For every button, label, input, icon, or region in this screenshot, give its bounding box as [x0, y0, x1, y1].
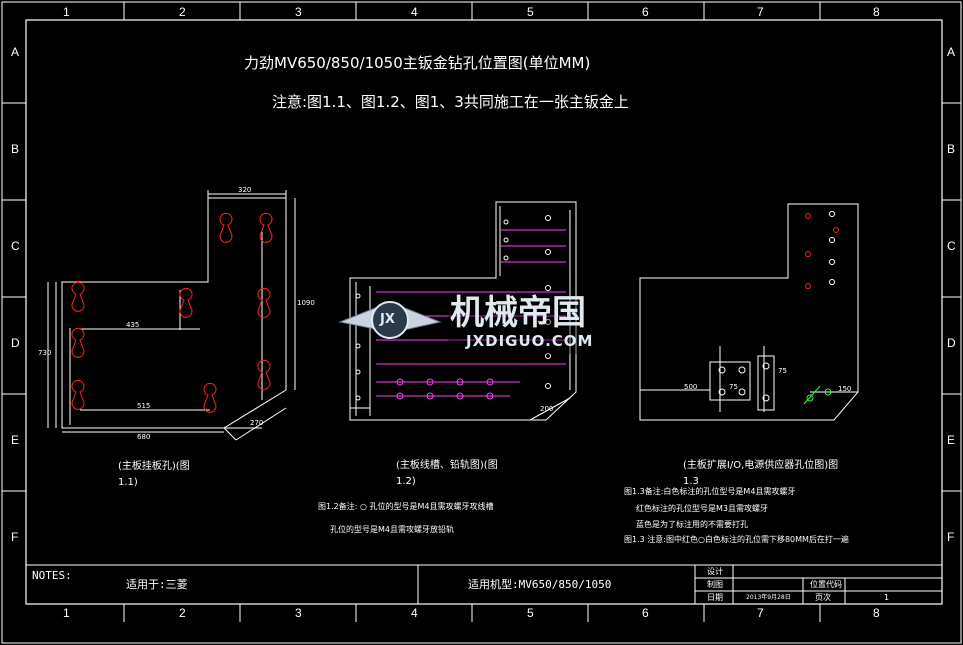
fig1-dim-label: 730	[38, 349, 52, 357]
column-label-bottom: 6	[642, 606, 649, 620]
row-label-left: C	[11, 239, 20, 253]
column-label-top: 8	[873, 5, 880, 19]
fig2-note: 图1.2备注: ○ 孔位的型号是M4且需攻螺牙攻线槽	[318, 502, 494, 511]
fig1-2-panel	[349, 201, 577, 421]
row-label-left: E	[11, 433, 20, 447]
fig2-dim-label: 200	[540, 405, 554, 413]
title-block-model: 适用机型:MV650/850/1050	[468, 578, 612, 591]
fig2-caption: 1.2)	[396, 476, 416, 487]
row-label-left: D	[11, 336, 20, 350]
column-label-bottom: 2	[179, 606, 186, 620]
fig1-dim-label: 270	[250, 419, 264, 427]
fig2-caption: (主板线槽、铅轨图)(图	[396, 460, 498, 471]
fig3-dim-label: 75	[778, 367, 787, 375]
column-label-top: 6	[642, 5, 649, 19]
title-block-notes: NOTES:	[32, 569, 72, 582]
fig3-dim-label: 150	[838, 385, 852, 393]
watermark-badge	[371, 301, 409, 339]
watermark-badge-text: JX	[380, 312, 395, 327]
title-block-date-label: 日期	[707, 593, 723, 602]
fig3-note: 图1.3 注意:图中红色○白色标注的孔位需下移80MM后在打一遍	[624, 535, 849, 544]
column-label-top: 3	[295, 5, 302, 19]
row-label-right: D	[947, 336, 956, 350]
fig1-dim-label: 435	[126, 321, 140, 329]
drawing-title: 力劲MV650/850/1050主钣金钻孔位置图(单位MM)	[244, 54, 591, 72]
drawing-notice: 注意:图1.1、图1.2、图1、3共同施工在一张主钣金上	[272, 93, 629, 111]
column-label-bottom: 8	[873, 606, 880, 620]
fig3-caption: 1.3	[683, 476, 699, 487]
column-label-bottom: 1	[63, 606, 70, 620]
row-label-left: F	[11, 530, 19, 544]
row-label-right: C	[947, 239, 956, 253]
fig1-3-holes	[718, 211, 839, 405]
row-label-right: A	[947, 45, 956, 59]
watermark-sub-text: JXDIGUO.COM	[466, 332, 594, 350]
column-label-top: 5	[527, 5, 534, 19]
inner-frame	[25, 19, 943, 605]
fig3-caption: (主板扩展I/O,电源供应器孔位图)图	[683, 460, 839, 471]
column-label-top: 7	[757, 5, 764, 19]
fig1-dim-label: 515	[137, 402, 151, 410]
column-label-bottom: 4	[411, 606, 418, 620]
title-block-applicable: 适用于:三菱	[126, 578, 188, 591]
column-label-top: 4	[411, 5, 418, 19]
fig1-1-keyhole-holes	[71, 212, 273, 413]
fig3-note: 蓝色是为了标注用的不需要打孔	[636, 520, 748, 529]
title-block-design-label: 设计	[707, 567, 723, 576]
fig1-dim-label: 680	[137, 433, 151, 441]
row-label-left: A	[11, 45, 20, 59]
fig3-note: 图1.3备注:白色标注的孔位型号是M4且需攻螺牙	[624, 487, 796, 496]
column-label-bottom: 5	[527, 606, 534, 620]
fig1-caption: (主板挂板孔)(图	[118, 461, 190, 472]
title-block-drawing-label: 制图	[707, 580, 723, 589]
title-block-position-code-label: 位置代码	[810, 580, 842, 589]
title-block-date-value: 2013年9月28日	[746, 594, 791, 601]
fig3-dim-label: 500	[684, 383, 698, 391]
title-block-lines	[26, 564, 942, 604]
fig2-note: 孔位的型号是M4且需攻螺牙放铅轨	[330, 525, 454, 534]
row-label-right: E	[947, 433, 956, 447]
title-block-page-value: 1	[884, 593, 890, 602]
fig3-note: 红色标注的孔位型号是M3且需攻螺牙	[636, 504, 768, 513]
fig1-3-panel	[639, 203, 859, 421]
column-label-top: 1	[63, 5, 70, 19]
fig1-dim-label: 320	[238, 186, 252, 194]
watermark-main-text: 机械帝国	[450, 293, 586, 333]
fig1-2-holes	[355, 215, 566, 401]
fig1-dim-label: 1090	[297, 299, 315, 307]
row-label-right: B	[947, 142, 956, 156]
column-label-bottom: 7	[757, 606, 764, 620]
zone-ticks	[2, 2, 961, 622]
row-label-left: B	[11, 142, 20, 156]
watermark-logo	[338, 296, 628, 354]
column-label-top: 2	[179, 5, 186, 19]
fig1-caption: 1.1)	[118, 477, 138, 488]
title-block-page-label: 页次	[815, 593, 831, 602]
fig3-dim-label: 75	[729, 383, 738, 391]
row-label-right: F	[947, 530, 955, 544]
fig1-1-panel	[47, 190, 296, 441]
column-label-bottom: 3	[295, 606, 302, 620]
